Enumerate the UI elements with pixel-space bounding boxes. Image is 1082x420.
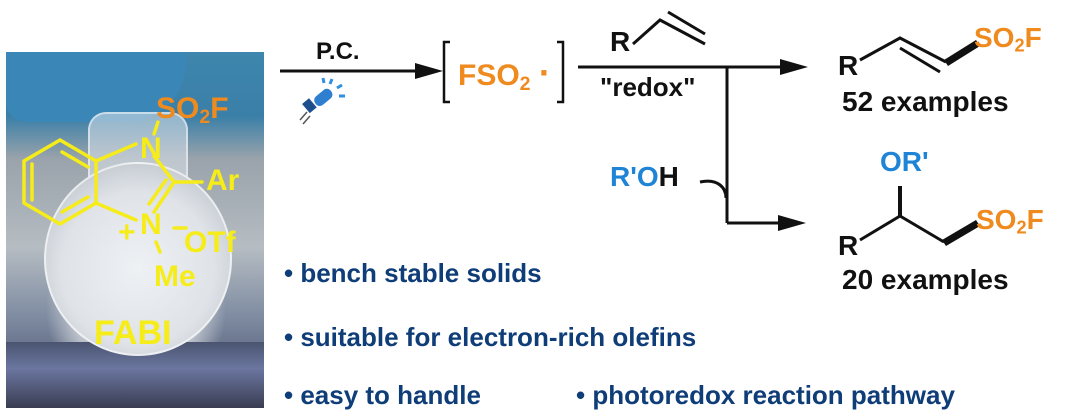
fabi-label: FABI [94, 314, 172, 352]
photocatalyst-label: P.C. [316, 38, 360, 65]
product2-r-label: R [838, 230, 859, 261]
fabi-photo: SO2F N Ar + N OTf Me FABI [6, 52, 264, 408]
product2-examples: 20 examples [842, 264, 1009, 295]
glove-shape [6, 52, 186, 122]
feature-bench-stable: • bench stable solids [284, 258, 542, 288]
product2-ether-group: OR' [880, 146, 929, 177]
fso2-radical: FSO2 · [458, 52, 551, 96]
fso-text: FSO [458, 59, 520, 92]
fabi-so2f-group: SO2F [156, 92, 229, 129]
fabi-structure-bonds [22, 120, 204, 254]
subscript-2: 2 [1016, 217, 1027, 238]
f-text: F [1026, 204, 1044, 235]
product1-examples: 52 examples [842, 86, 1009, 117]
led-light-icon [299, 77, 345, 125]
radical-dot: · [538, 52, 551, 93]
alcohol-reagent: R'OH [610, 161, 679, 193]
redox-label: "redox" [600, 72, 696, 102]
fabi-methyl: Me [154, 260, 196, 293]
r-prime-o-text: R'O [610, 161, 659, 192]
feature-easy-handle: • easy to handle [284, 380, 481, 410]
product1-so2f: SO2F [974, 22, 1042, 57]
f-text: F [1024, 22, 1042, 53]
subscript-2: 2 [199, 105, 211, 128]
alkene-r-label: R [610, 26, 631, 57]
f-text: F [210, 92, 229, 125]
fabi-ar-substituent: Ar [206, 164, 240, 197]
h-text: H [658, 161, 679, 192]
product1-r-label: R [838, 50, 859, 81]
fabi-n-bottom: N [140, 208, 162, 241]
so-text: SO [156, 92, 200, 125]
subscript-2: 2 [1014, 35, 1025, 56]
product2-so2f: SO2F [976, 204, 1044, 239]
so-text: SO [974, 22, 1015, 53]
fabi-positive-charge: + [118, 216, 136, 249]
flask-bulb [44, 162, 232, 356]
subscript-2: 2 [519, 72, 531, 95]
feature-photoredox-pathway: • photoredox reaction pathway [576, 380, 955, 410]
fabi-counterion-otf: OTf [184, 226, 236, 259]
so-text: SO [976, 204, 1017, 235]
fabi-n-top: N [140, 132, 162, 165]
feature-electron-rich-olefins: • suitable for electron-rich olefins [284, 322, 697, 352]
